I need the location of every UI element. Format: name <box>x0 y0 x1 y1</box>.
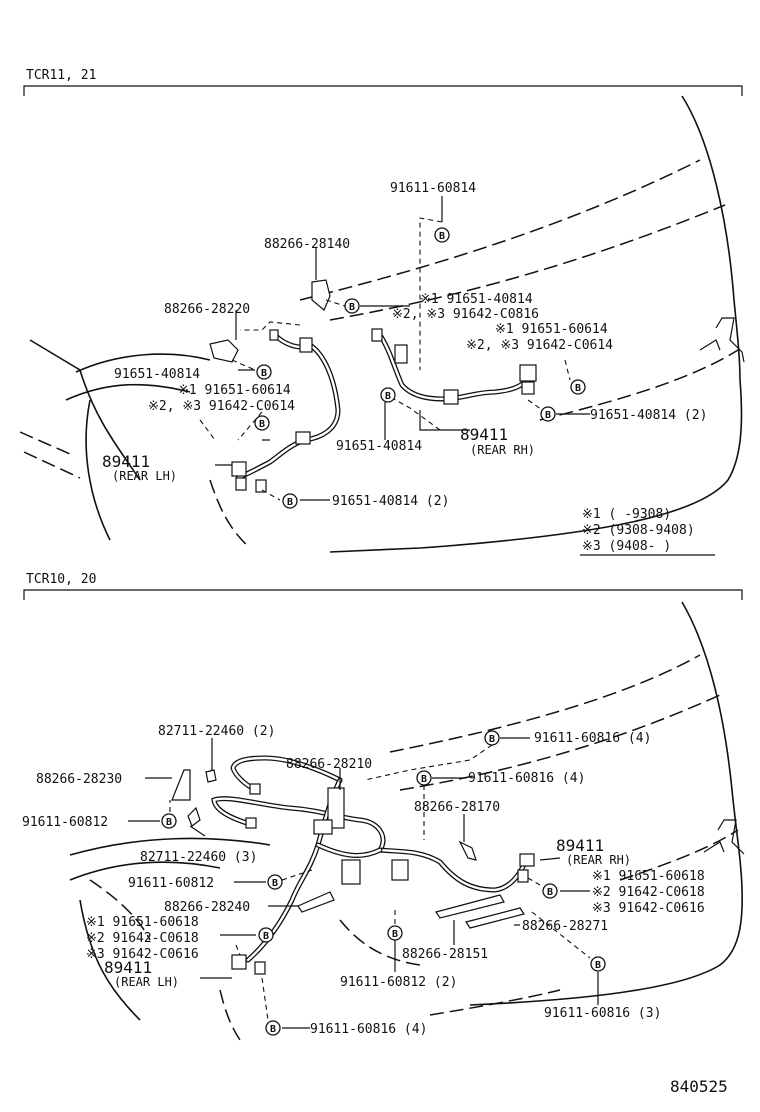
bolt-icon: B <box>540 406 556 422</box>
part-label: 88266-28220 <box>164 302 250 317</box>
svg-text:B: B <box>385 391 391 402</box>
bolt-icon: B <box>282 493 298 509</box>
part-label: ※2 91642-C0618 <box>592 885 705 900</box>
part-label: 88266-28210 <box>286 757 372 772</box>
part-number-89411-rh: 89411 <box>460 425 508 444</box>
svg-text:B: B <box>489 734 495 745</box>
part-label: ※2, ※3 91642-C0614 <box>466 338 613 353</box>
svg-text:B: B <box>547 887 553 898</box>
svg-text:B: B <box>545 410 551 421</box>
bolt-icon: B <box>380 387 396 403</box>
part-label: 88266-28240 <box>164 900 250 915</box>
svg-text:B: B <box>349 302 355 313</box>
part-label: 88266-28271 <box>522 919 608 934</box>
part-number-89411-lh: 89411 <box>104 958 152 977</box>
part-label: 91651-40814 <box>336 439 422 454</box>
part-label: 91611-60814 <box>390 181 476 196</box>
svg-text:B: B <box>392 929 398 940</box>
part-label: 82711-22460 (2) <box>158 724 275 739</box>
bolt-icon: B <box>267 874 283 890</box>
bolt-icon: B <box>434 227 450 243</box>
model-year-legend: ※1 ( -9308) ※2 (9308-9408) ※3 (9408- ) <box>580 507 715 556</box>
part-number-89411-rh: 89411 <box>556 836 604 855</box>
bolt-icon: B <box>590 956 606 972</box>
section-title-bottom: TCR10, 20 <box>26 572 96 587</box>
bolt-icon: B <box>265 1020 281 1036</box>
part-label: 91611-60816 (4) <box>310 1022 427 1037</box>
part-label: 82711-22460 (3) <box>140 850 257 865</box>
sensor-harness-rear-rh-top <box>371 328 537 405</box>
part-label: 88266-28170 <box>414 800 500 815</box>
bracket-88266-28220 <box>209 339 239 363</box>
part-label: 91611-60812 <box>22 815 108 830</box>
part-label: ※1 91651-60614 <box>178 383 291 398</box>
part-label: ※1 91651-60614 <box>495 322 608 337</box>
bolt-icon: B <box>570 379 586 395</box>
svg-text:B: B <box>259 419 265 430</box>
svg-text:B: B <box>272 878 278 889</box>
svg-text:B: B <box>261 368 267 379</box>
bolt-icon: B <box>416 770 432 786</box>
svg-text:B: B <box>575 383 581 394</box>
sensor-harness-bottom <box>211 755 535 975</box>
legend-item: ※1 ( -9308) <box>582 507 671 522</box>
part-label: 91611-60816 (3) <box>544 1006 661 1021</box>
part-label: 91611-60812 <box>128 876 214 891</box>
brackets-bottom <box>171 769 525 929</box>
part-label: 91611-60812 (2) <box>340 975 457 990</box>
part-label: ※2 91642-C0618 <box>86 931 199 946</box>
part-label: 88266-28140 <box>264 237 350 252</box>
body-outline-bottom <box>69 601 745 1041</box>
part-label: ※1 91651-60618 <box>86 915 199 930</box>
part-label: 91651-40814 (2) <box>332 494 449 509</box>
leader-lines-top <box>199 196 590 501</box>
part-label: 88266-28151 <box>402 947 488 962</box>
figure-number: 840525 <box>670 1077 728 1096</box>
legend-item: ※3 (9408- ) <box>582 539 671 554</box>
part-position-label: (REAR LH) <box>114 975 179 989</box>
body-outline-top <box>19 95 745 553</box>
part-label: 91651-40814 (2) <box>590 408 707 423</box>
bolt-icon: B <box>344 298 360 314</box>
part-label: ※1 91651-60618 <box>592 869 705 884</box>
bolt-icon: B <box>258 927 274 943</box>
svg-text:B: B <box>595 960 601 971</box>
part-label: 91611-60816 (4) <box>468 771 585 786</box>
part-label: ※2, ※3 91642-C0614 <box>148 399 295 414</box>
svg-text:B: B <box>287 497 293 508</box>
part-label: ※3 91642-C0616 <box>592 901 705 916</box>
bracket-88266-28140 <box>311 279 331 311</box>
bolt-icon: B <box>484 730 500 746</box>
part-label: 88266-28230 <box>36 772 122 787</box>
leader-lines-bottom <box>128 737 599 1029</box>
sensor-harness-rear-lh-top <box>231 329 341 493</box>
section-bracket-top <box>23 85 743 96</box>
bolt-icon: B <box>254 415 270 431</box>
svg-text:B: B <box>166 817 172 828</box>
part-label: ※1 91651-40814 <box>420 292 533 307</box>
svg-text:B: B <box>439 231 445 242</box>
bolt-icon: B <box>256 364 272 380</box>
part-label: 91611-60816 (4) <box>534 731 651 746</box>
svg-text:B: B <box>263 931 269 942</box>
part-position-label: (REAR RH) <box>470 443 535 457</box>
part-position-label: (REAR LH) <box>112 469 177 483</box>
section-bracket-bottom <box>23 589 743 600</box>
part-label: 91651-40814 <box>114 367 200 382</box>
svg-text:B: B <box>421 774 427 785</box>
part-label: ※2, ※3 91642-C0816 <box>392 307 539 322</box>
part-number-89411-lh: 89411 <box>102 452 150 471</box>
bolt-icon: B <box>387 925 403 941</box>
legend-item: ※2 (9308-9408) <box>582 523 695 538</box>
bolt-icon: B <box>161 813 177 829</box>
part-label: ※3 91642-C0616 <box>86 947 199 962</box>
bolt-icon: B <box>542 883 558 899</box>
svg-text:B: B <box>270 1024 276 1035</box>
section-title-top: TCR11, 21 <box>26 68 96 83</box>
part-position-label: (REAR RH) <box>566 853 631 867</box>
